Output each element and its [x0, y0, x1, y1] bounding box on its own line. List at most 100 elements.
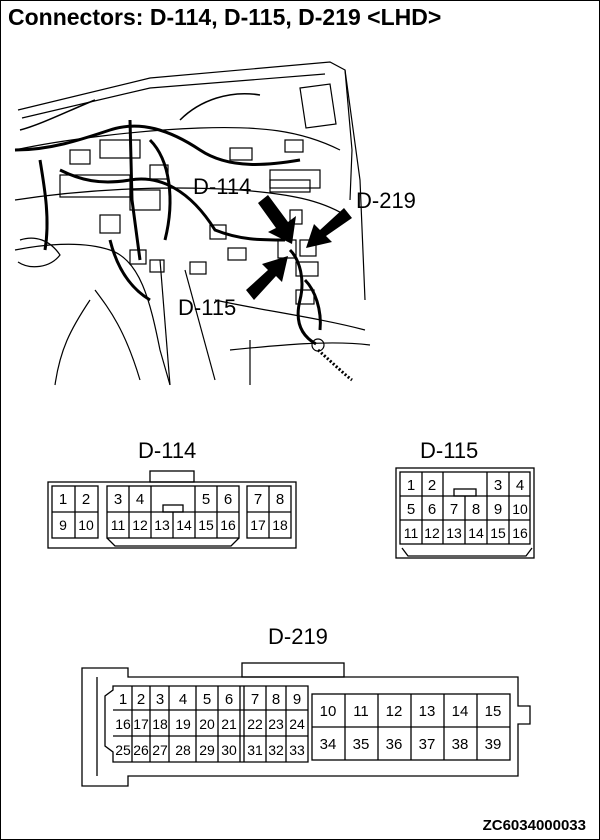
d219-pin-label: 18 — [152, 716, 168, 732]
d219-pin-label: 21 — [221, 716, 237, 732]
d219-pin-label: 31 — [247, 742, 263, 758]
d219-pin-label: 13 — [419, 703, 436, 720]
arrow-d115 — [246, 256, 288, 300]
d115-pin-label: 2 — [428, 477, 436, 494]
page-title: Connectors: D-114, D-115, D-219 <LHD> — [8, 4, 442, 30]
d114-pin-label: 16 — [220, 517, 236, 533]
d219-pin-label: 5 — [203, 691, 211, 708]
d114-pin-label: 9 — [59, 517, 67, 533]
d114-pin-label: 14 — [176, 517, 192, 533]
d219-pin-label: 12 — [386, 703, 403, 720]
d114-pin-label: 4 — [136, 491, 144, 508]
d219-pin-label: 37 — [419, 736, 436, 753]
d219-pin-label: 15 — [485, 703, 502, 720]
d114-pin-label: 15 — [198, 517, 214, 533]
d219-pin-label: 35 — [353, 736, 370, 753]
d219-row3-pins: 25 26 27 28 29 30 31 32 33 — [115, 742, 305, 758]
d115-pin-label: 6 — [428, 501, 436, 518]
d115-pin-label: 5 — [407, 501, 415, 518]
d219-pin-label: 34 — [320, 736, 337, 753]
connector-d219-label: D-219 — [268, 624, 328, 649]
connector-d219 — [81, 662, 531, 787]
d114-pin-label: 7 — [254, 491, 262, 508]
d219-row2-pins: 16 17 18 19 20 21 22 23 24 — [115, 716, 305, 732]
d115-row1-pins: 1 2 3 4 — [407, 477, 524, 494]
connector-d114 — [47, 470, 297, 549]
d219-big-bottom-pins: 34 35 36 37 38 39 — [320, 736, 502, 753]
d219-pin-label: 11 — [353, 703, 369, 720]
d219-pin-label: 2 — [137, 691, 145, 708]
callout-d115: D-115 — [178, 295, 236, 320]
d114-pin-label: 2 — [82, 491, 90, 508]
d219-pin-label: 32 — [268, 742, 284, 758]
d219-pin-label: 10 — [320, 703, 337, 720]
d114-pin-label: 8 — [276, 491, 284, 508]
dashboard-illustration — [14, 61, 371, 386]
d219-pin-label: 24 — [289, 716, 305, 732]
connector-d115-label: D-115 — [420, 438, 478, 463]
arrow-d219 — [306, 208, 352, 248]
d115-pin-label: 13 — [446, 525, 462, 541]
d115-row2-pins: 5 6 7 8 9 10 — [407, 501, 528, 518]
d219-pin-label: 14 — [452, 703, 469, 720]
callout-d219: D-219 — [356, 188, 416, 213]
arrow-d114 — [258, 195, 296, 244]
d219-pin-label: 17 — [133, 716, 149, 732]
d115-pin-label: 1 — [407, 477, 415, 494]
d219-pin-label: 20 — [199, 716, 215, 732]
d114-bottom-pins: 9 10 11 12 13 14 15 16 17 18 — [59, 517, 288, 533]
d115-pin-label: 9 — [494, 501, 502, 518]
callout-d114: D-114 — [193, 174, 251, 199]
d219-pin-label: 27 — [152, 742, 168, 758]
d219-pin-label: 39 — [485, 736, 502, 753]
d115-pin-label: 11 — [404, 525, 419, 541]
d219-pin-label: 4 — [179, 691, 187, 708]
d219-pin-label: 29 — [199, 742, 215, 758]
connector-d115 — [395, 467, 535, 559]
d219-pin-label: 6 — [225, 691, 233, 708]
d219-pin-label: 30 — [221, 742, 237, 758]
d219-pin-label: 8 — [272, 691, 280, 708]
d115-pin-label: 15 — [490, 525, 506, 541]
d219-row1-pins: 1 2 3 4 5 6 7 8 9 — [119, 691, 301, 708]
d114-pin-label: 6 — [224, 491, 232, 508]
d219-pin-label: 9 — [293, 691, 301, 708]
d114-pin-label: 13 — [154, 517, 170, 533]
d219-pin-label: 28 — [175, 742, 191, 758]
d219-big-top-pins: 10 11 12 13 14 15 — [320, 703, 502, 720]
d219-pin-label: 1 — [119, 691, 127, 708]
d115-pin-label: 8 — [472, 501, 480, 518]
d115-pin-label: 10 — [512, 501, 528, 517]
figure-id: ZC6034000033 — [482, 817, 586, 834]
d219-pin-label: 36 — [386, 736, 403, 753]
d115-pin-label: 16 — [512, 525, 528, 541]
d219-pin-label: 19 — [175, 716, 191, 732]
d114-pin-label: 3 — [114, 491, 122, 508]
d115-row3-pins: 11 12 13 14 15 16 — [404, 525, 528, 541]
d219-pin-label: 38 — [452, 736, 469, 753]
d114-pin-label: 10 — [78, 517, 94, 533]
d219-pin-label: 22 — [247, 716, 263, 732]
d115-pin-label: 12 — [424, 525, 440, 541]
d219-pin-label: 3 — [156, 691, 164, 708]
d114-top-pins: 1 2 3 4 5 6 7 8 — [59, 491, 284, 508]
d114-pin-label: 5 — [202, 491, 210, 508]
d114-pin-label: 1 — [59, 491, 67, 508]
d114-pin-label: 11 — [111, 517, 126, 533]
d115-pin-label: 7 — [450, 501, 458, 518]
d219-pin-label: 33 — [289, 742, 305, 758]
d219-pin-label: 16 — [115, 716, 131, 732]
wire-harness — [14, 93, 353, 382]
d219-pin-label: 7 — [251, 691, 259, 708]
d219-pin-label: 23 — [268, 716, 284, 732]
d114-pin-label: 12 — [132, 517, 148, 533]
d115-pin-label: 14 — [468, 525, 484, 541]
connector-d114-label: D-114 — [138, 438, 196, 463]
d114-pin-label: 17 — [250, 517, 266, 533]
d219-pin-label: 26 — [133, 742, 149, 758]
d115-pin-label: 3 — [494, 477, 502, 494]
d114-pin-label: 18 — [272, 517, 288, 533]
d115-pin-label: 4 — [516, 477, 524, 494]
d219-pin-label: 25 — [115, 742, 131, 758]
